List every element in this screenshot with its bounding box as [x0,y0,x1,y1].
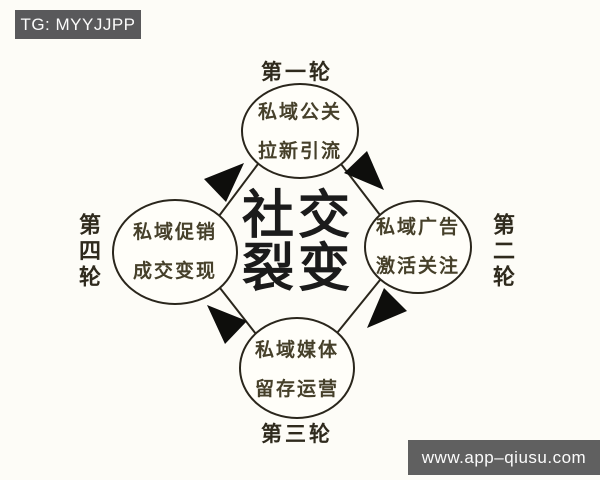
round-label-2: 第二轮 [490,213,515,291]
round-label-1: 第一轮 [261,60,333,84]
node-circle-left [112,199,238,305]
connector-left-to-top [218,163,259,217]
node-circle-top [241,83,359,179]
round-label-4: 第四轮 [76,213,101,291]
diagram-title-line1: 社交 [241,188,354,245]
arrowhead-to-bottom-icon [367,288,407,328]
node-circle-right [364,200,472,294]
diagram-title-line2: 裂变 [241,241,354,298]
node-top-line1: 私域公关 [257,102,342,123]
node-top-line2: 拉新引流 [257,141,342,162]
arrowhead-to-left-icon [207,305,247,344]
arrowhead-to-top-icon [204,163,244,202]
node-left-line1: 私域促销 [132,222,217,243]
round-label-3: 第三轮 [261,422,333,446]
connector-bottom-to-left [219,287,257,335]
connector-right-to-bottom [336,279,381,334]
node-left-line2: 成交变现 [132,261,217,282]
telegram-watermark-badge: TG: MYYJJPP [15,10,141,39]
node-circle-bottom [239,317,355,419]
node-right-line1: 私域广告 [375,217,460,238]
node-bottom-line2: 留存运营 [254,379,339,400]
diagram-title: 社交 裂变 [198,190,398,296]
node-right-line2: 激活关注 [375,256,460,277]
arrowhead-to-right-icon [344,151,384,190]
website-watermark-badge: www.app–qiusu.com [408,440,600,475]
node-bottom-line1: 私域媒体 [254,340,339,361]
